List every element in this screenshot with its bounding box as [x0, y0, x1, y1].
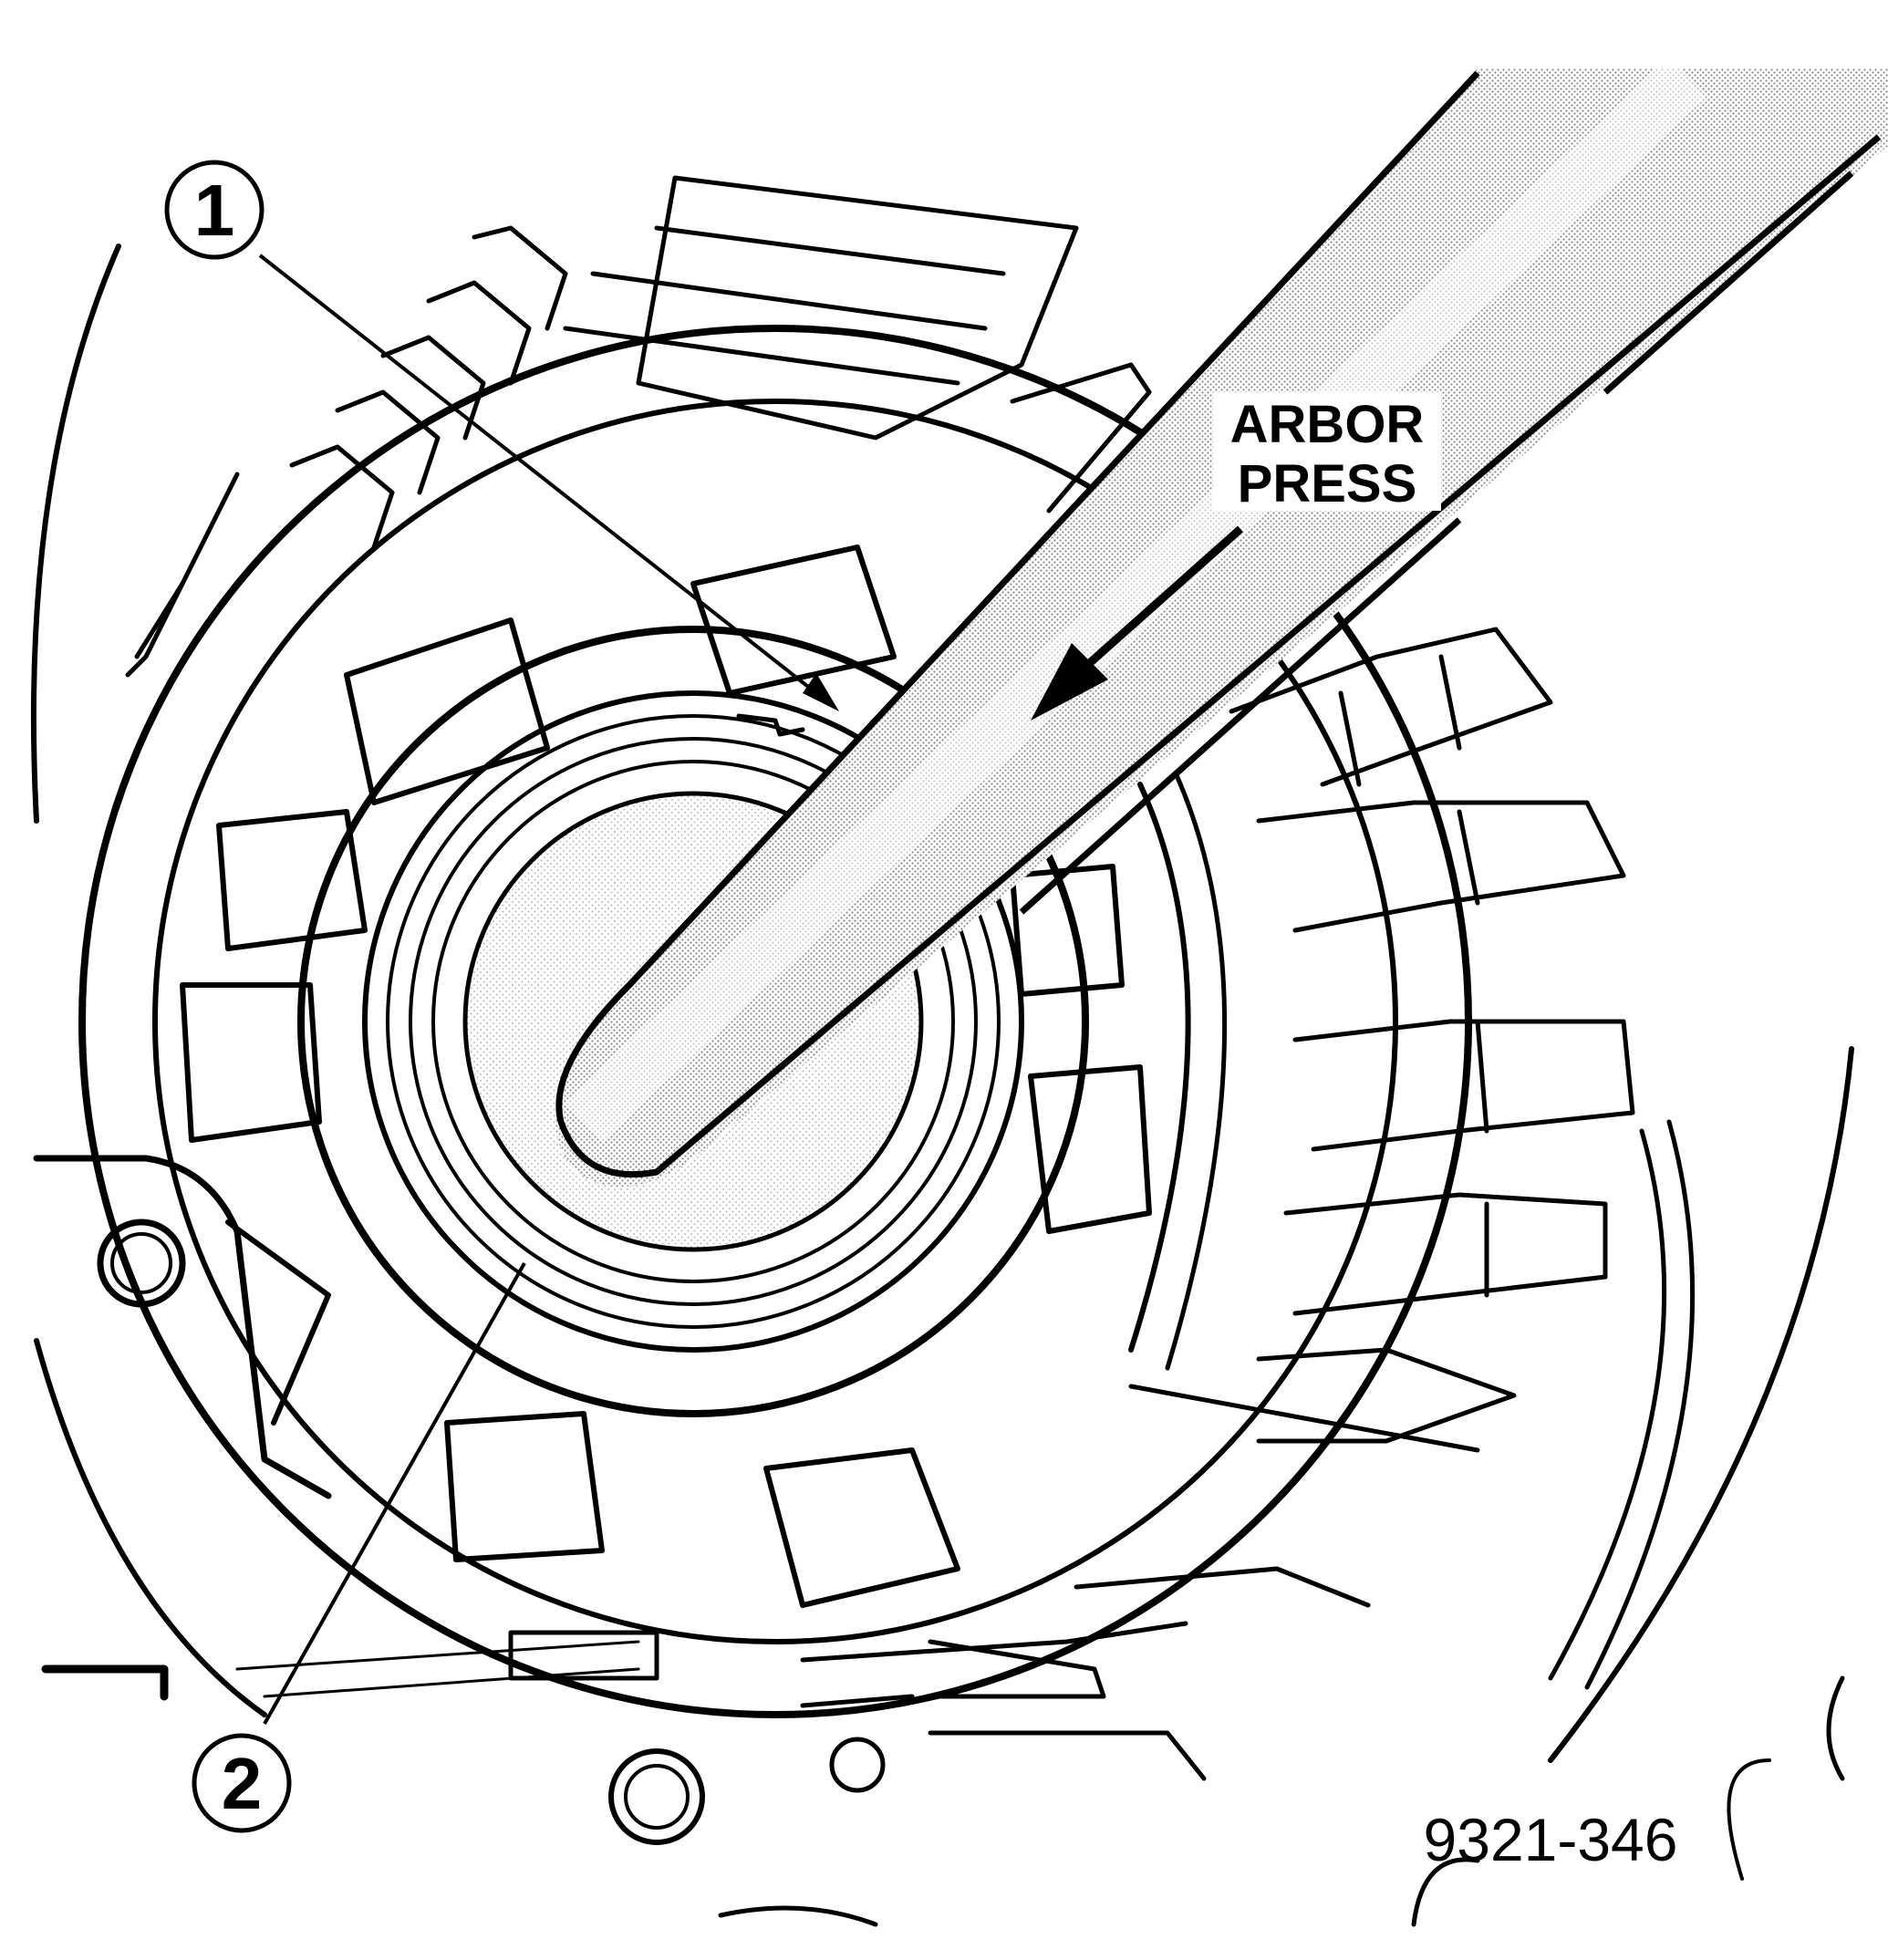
hub-ring-3 — [386, 714, 1001, 1329]
bolt-right-arc — [1826, 1675, 1845, 1781]
drum-inner-ring — [152, 399, 1398, 1644]
housing-outer-arc-bottom — [34, 1338, 267, 1717]
leader-1 — [258, 254, 818, 695]
bolt-bottom-center — [608, 1748, 705, 1845]
snap-ring-gap — [736, 713, 805, 737]
clutch-bottom — [508, 1566, 1371, 1781]
hub-ring-4 — [409, 737, 978, 1306]
callout-2-label: 2 — [222, 1743, 263, 1824]
bolt-left — [97, 1219, 186, 1308]
callout-1-label: 1 — [194, 170, 235, 251]
leader-2 — [263, 1262, 526, 1725]
hub-windows — [180, 544, 1152, 1608]
hub-ring-5 — [431, 760, 955, 1283]
figure-id: 9321-346 — [1424, 1806, 1678, 1873]
clutch-teeth-top — [125, 175, 1152, 678]
hub-ring-2 — [362, 690, 1024, 1353]
callout-2: 2 — [192, 1733, 292, 1833]
arbor-press-shaft — [555, 57, 1888, 1187]
hub-ring-1 — [297, 626, 1089, 1417]
bolt-bottom-right-arc — [1411, 1857, 1480, 1927]
housing-outer-arc-right — [1548, 1046, 1854, 1763]
housing-bottom-edge — [718, 1905, 878, 1927]
bolt-bottom-small — [829, 1737, 886, 1793]
arbor-label-line2: PRESS — [1238, 454, 1417, 513]
arbor-label-line1: ARBOR — [1230, 395, 1425, 454]
arbor-press-label: ARBOR PRESS — [1213, 392, 1441, 513]
clutch-teeth-right — [1128, 627, 1696, 1690]
drum-rim-arc-2 — [1165, 773, 1228, 1371]
drum-rim-arc — [1128, 782, 1191, 1353]
housing-bracket-left — [33, 1155, 640, 1701]
leader-1-arrowhead — [803, 673, 839, 711]
housing-outer-arc-left — [30, 244, 121, 824]
callout-leaders — [258, 254, 839, 1725]
callout-1: 1 — [164, 160, 265, 260]
arbor-press-arrow — [1031, 525, 1243, 721]
